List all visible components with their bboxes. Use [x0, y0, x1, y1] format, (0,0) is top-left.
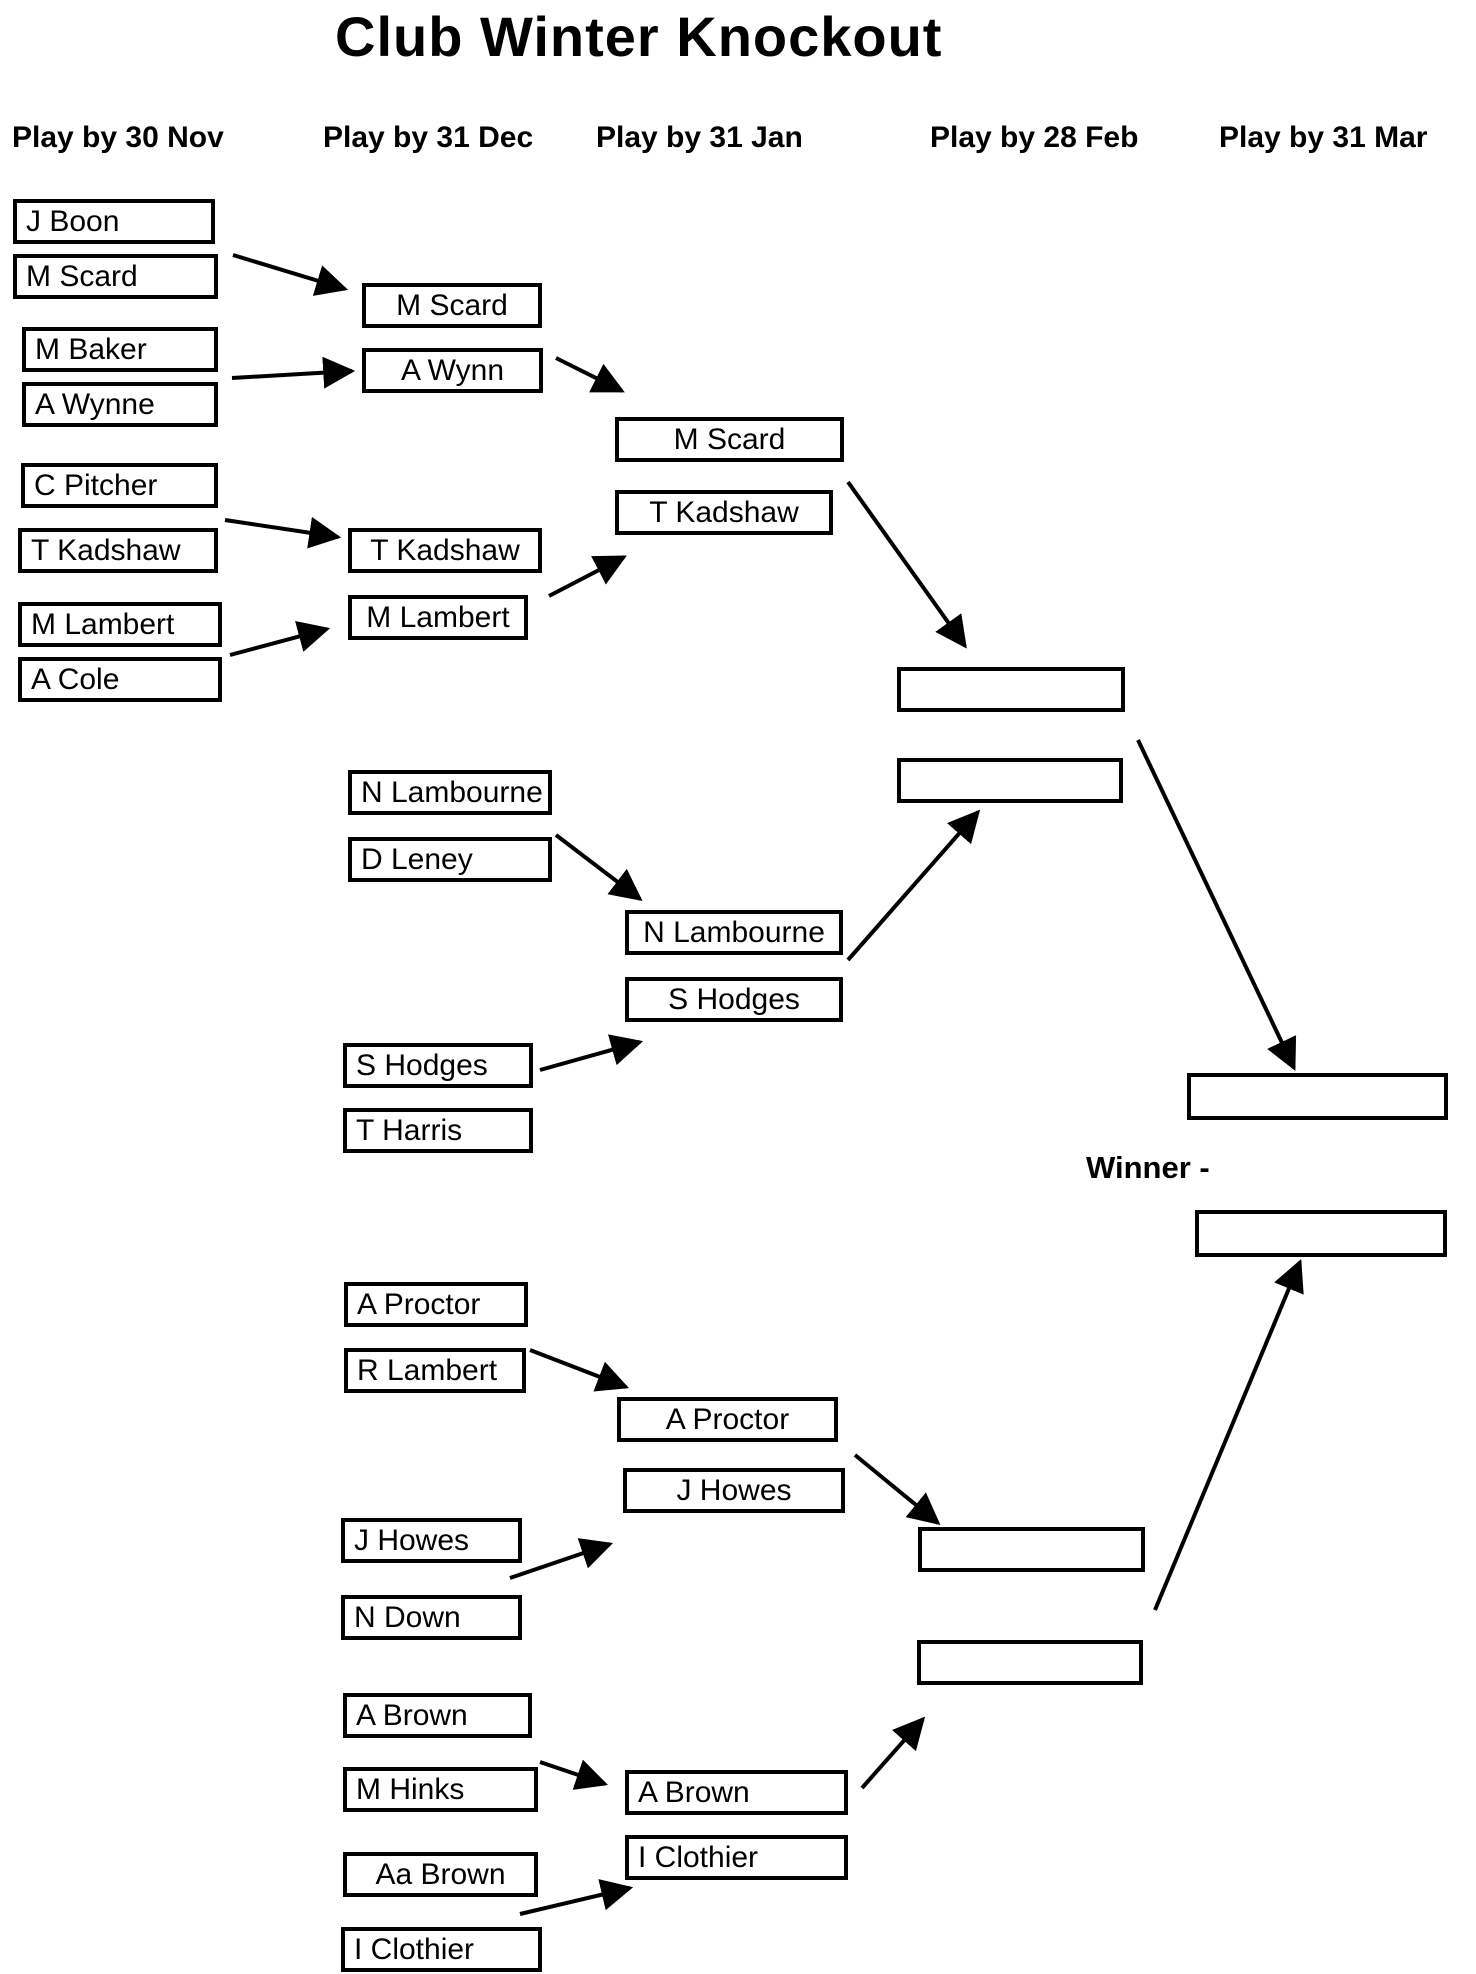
- semifinal-slot-4: [917, 1640, 1143, 1685]
- player-box-r2-j-howes: J Howes: [341, 1518, 522, 1563]
- player-box-r2-t-harris: T Harris: [343, 1108, 533, 1153]
- player-box-r2-n-down: N Down: [341, 1595, 522, 1640]
- player-box-r1-c-pitcher: C Pitcher: [21, 463, 218, 508]
- arrow-r1-match2-to-a-wynn: [231, 356, 356, 389]
- arrow-r3-match1-to-semifinal-1: [846, 480, 967, 649]
- player-box-r1-a-cole: A Cole: [18, 657, 222, 702]
- player-box-r3-t-kadshaw: T Kadshaw: [615, 490, 833, 535]
- semifinal-slot-2: [897, 758, 1123, 803]
- arrow-r1-match3-to-t-kadshaw: [224, 516, 342, 549]
- player-box-r2-r-lambert: R Lambert: [344, 1348, 526, 1393]
- player-box-r3-a-brown: A Brown: [625, 1770, 848, 1815]
- arrow-r3-match2-to-semifinal-2: [846, 809, 981, 962]
- player-box-r2-aa-brown: Aa Brown: [343, 1852, 538, 1897]
- arrow-r3-match4-to-semifinal-4: [860, 1716, 926, 1790]
- player-box-r1-a-wynne: A Wynne: [22, 382, 218, 427]
- column-header-31-jan: Play by 31 Jan: [596, 121, 803, 154]
- player-box-r1-j-boon: J Boon: [13, 199, 215, 244]
- arrow-semifinal-2-to-finalist-bottom: [1153, 1259, 1304, 1611]
- arrow-r2-match2-to-t-kadshaw: [548, 555, 627, 598]
- player-box-r2-a-wynn: A Wynn: [362, 348, 543, 393]
- arrow-r2-match6-to-j-howes: [509, 1538, 614, 1580]
- player-box-r1-t-kadshaw: T Kadshaw: [18, 528, 218, 573]
- player-box-r2-s-hodges: S Hodges: [343, 1043, 533, 1088]
- column-header-31-mar: Play by 31 Mar: [1219, 121, 1428, 154]
- player-box-r2-m-scard: M Scard: [362, 283, 542, 328]
- arrow-r2-match1-to-m-scard: [555, 356, 625, 393]
- arrow-r1-match1-to-m-scard: [232, 253, 349, 296]
- arrow-r2-match7-to-a-brown: [539, 1759, 609, 1790]
- player-box-r3-m-scard: M Scard: [615, 417, 844, 462]
- arrow-r2-match4-to-s-hodges: [539, 1034, 644, 1072]
- player-box-r3-i-clothier: I Clothier: [625, 1835, 848, 1880]
- arrow-r2-match5-to-a-proctor: [529, 1348, 629, 1392]
- finalist-box-top: [1187, 1073, 1448, 1120]
- column-header-31-dec: Play by 31 Dec: [323, 121, 534, 154]
- player-box-r2-m-lambert: M Lambert: [348, 595, 528, 640]
- player-box-r1-m-scard: M Scard: [13, 254, 218, 299]
- player-box-r2-t-kadshaw: T Kadshaw: [348, 528, 542, 573]
- player-box-r3-a-proctor: A Proctor: [617, 1397, 838, 1442]
- page-title: Club Winter Knockout: [335, 5, 943, 68]
- player-box-r2-d-leney: D Leney: [348, 837, 552, 882]
- arrow-semifinal-1-to-finalist-top: [1136, 739, 1297, 1071]
- arrow-r3-match3-to-semifinal-3: [853, 1453, 941, 1526]
- column-header-30-nov: Play by 30 Nov: [12, 121, 224, 154]
- player-box-r3-s-hodges: S Hodges: [625, 977, 843, 1022]
- player-box-r2-i-clothier: I Clothier: [341, 1927, 542, 1972]
- player-box-r2-a-brown: A Brown: [343, 1693, 532, 1738]
- arrow-r1-match4-to-m-lambert: [229, 621, 331, 657]
- player-box-r2-n-lambourne: N Lambourne: [348, 770, 552, 815]
- player-box-r2-m-hinks: M Hinks: [343, 1767, 538, 1812]
- finalist-box-bottom: [1195, 1210, 1447, 1257]
- player-box-r2-a-proctor: A Proctor: [344, 1282, 528, 1327]
- column-header-28-feb: Play by 28 Feb: [930, 121, 1139, 154]
- player-box-r3-j-howes: J Howes: [623, 1468, 845, 1513]
- player-box-r3-n-lambourne: N Lambourne: [625, 910, 843, 955]
- winner-label: Winner -: [1086, 1150, 1210, 1185]
- semifinal-slot-3: [918, 1527, 1145, 1572]
- semifinal-slot-1: [897, 667, 1125, 712]
- player-box-r1-m-baker: M Baker: [22, 327, 218, 372]
- arrow-r2-match3-to-n-lambourne: [554, 833, 643, 901]
- player-box-r1-m-lambert: M Lambert: [18, 602, 222, 647]
